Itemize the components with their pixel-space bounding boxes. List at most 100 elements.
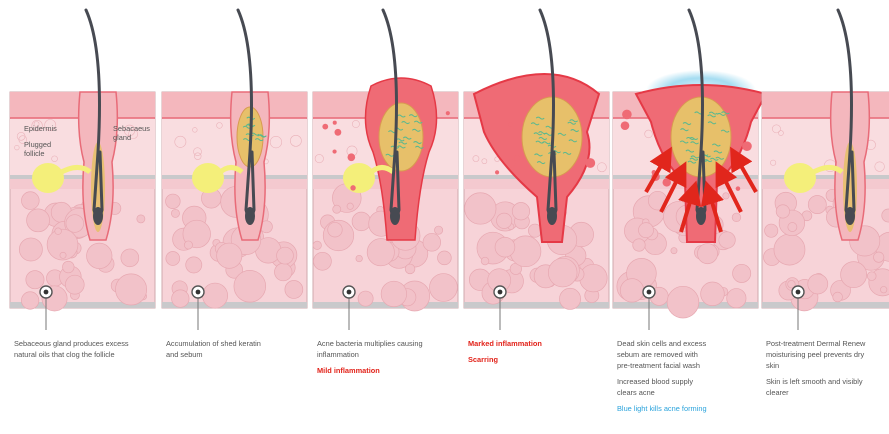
fat-cell	[880, 286, 887, 293]
lower-band	[762, 179, 889, 189]
fat-cell	[63, 261, 75, 273]
fat-cell	[313, 252, 331, 270]
fat-cell	[633, 239, 645, 251]
fat-cell	[381, 281, 407, 307]
fat-cell	[874, 252, 884, 262]
inflammation-dot	[333, 121, 337, 125]
caption-line: Skin is left smooth and visibly	[766, 376, 889, 387]
inflammation-dot	[742, 141, 752, 151]
fat-cell	[808, 274, 828, 294]
fat-cell	[333, 205, 341, 213]
fat-cell	[21, 292, 38, 309]
fat-cell	[548, 258, 577, 287]
fat-cell	[171, 209, 179, 217]
fat-cell	[667, 286, 699, 318]
fat-cell	[21, 192, 39, 210]
fat-cell	[55, 228, 62, 235]
caption-line: Marked inflammation	[468, 338, 600, 349]
fat-cell	[352, 212, 371, 231]
caption-line: skin	[766, 360, 889, 371]
fat-cell	[115, 274, 146, 305]
caption-line: Mild inflammation	[317, 365, 449, 376]
inflammation-dot	[507, 159, 515, 167]
fat-cell	[358, 291, 373, 306]
inflammation-dot	[514, 155, 520, 161]
fat-cell	[867, 272, 876, 281]
fat-cell	[434, 226, 442, 234]
sebaceous-gland	[343, 163, 375, 193]
fat-cell	[776, 205, 789, 218]
sebum-plug	[379, 103, 423, 171]
fat-cell	[512, 203, 529, 220]
marker-dot	[498, 290, 503, 295]
fat-cell	[27, 209, 50, 232]
fat-cell	[733, 264, 751, 282]
inflammation-dot	[334, 129, 341, 136]
fat-cell	[186, 257, 202, 273]
fat-cell	[121, 249, 139, 267]
inflammation-dot	[348, 153, 356, 161]
fat-cell	[423, 233, 441, 251]
fat-cell	[65, 275, 84, 294]
sebaceous-gland	[784, 163, 816, 193]
caption-line: Post-treatment Dermal Renew	[766, 338, 889, 349]
fat-cell	[841, 262, 867, 288]
caption-line: Increased blood supply	[617, 376, 749, 387]
skin-panel-6	[762, 10, 889, 330]
fat-cell	[495, 237, 515, 257]
fat-cell	[774, 234, 805, 265]
fat-cell	[26, 271, 44, 289]
fat-cell	[405, 264, 415, 274]
label-plugged-follicle: Plugged follicle	[24, 140, 51, 158]
label-sebaceous-gland-line-2: gland	[113, 133, 150, 142]
fat-cell	[788, 223, 797, 232]
fat-cell	[723, 193, 729, 199]
skin-panel-1	[10, 10, 155, 330]
skin-panel-5	[613, 10, 766, 330]
label-epidermis: Epidermis	[24, 124, 57, 133]
inflammation-dot	[585, 158, 595, 168]
hair-bulb	[696, 207, 706, 225]
caption-line: Dead skin cells and excess	[617, 338, 749, 349]
fat-cell	[202, 283, 227, 308]
caption-line: natural oils that clog the follicle	[14, 349, 146, 360]
caption-line: Acne bacteria multiplies causing	[317, 338, 449, 349]
inflammation-dot	[508, 122, 513, 127]
caption-line: Sebaceous gland produces excess	[14, 338, 146, 349]
fat-cell	[274, 263, 292, 281]
fat-cell	[87, 243, 112, 268]
fat-cell	[137, 215, 145, 223]
label-plugged-follicle-line-2: follicle	[24, 149, 51, 158]
fat-cell	[732, 213, 741, 222]
hair-bulb	[845, 207, 855, 225]
hair-bulb	[245, 207, 255, 225]
hair-bulb	[547, 207, 557, 225]
fat-cell	[719, 232, 735, 248]
fat-cell	[580, 264, 608, 292]
fat-cell	[671, 248, 677, 254]
fat-cell	[727, 289, 746, 308]
marker-dot	[44, 290, 49, 295]
caption-line: clearer	[766, 387, 889, 398]
label-plugged-follicle-line-1: Plugged	[24, 140, 51, 149]
skin-panel-4	[464, 10, 609, 330]
stage-caption-6: Post-treatment Dermal Renewmoisturising …	[766, 338, 889, 398]
inflammation-dot	[350, 185, 355, 190]
fat-cell	[808, 196, 826, 214]
fat-cell	[438, 251, 452, 265]
hair-bulb	[93, 207, 103, 225]
fat-cell	[166, 251, 180, 265]
inflammation-dot	[495, 170, 499, 174]
label-sebaceous-gland-line-1: Sebacaeus	[113, 124, 150, 133]
marker-dot	[196, 290, 201, 295]
fat-cell	[285, 281, 303, 299]
fat-cell	[620, 279, 644, 303]
caption-line: sebum are removed with	[617, 349, 749, 360]
fat-cell	[481, 257, 489, 265]
caption-line: Blue light kills acne forming	[617, 403, 749, 414]
inflammation-dot	[446, 111, 450, 115]
fat-cell	[638, 223, 653, 238]
fat-cell	[765, 224, 778, 237]
marker-dot	[347, 290, 352, 295]
